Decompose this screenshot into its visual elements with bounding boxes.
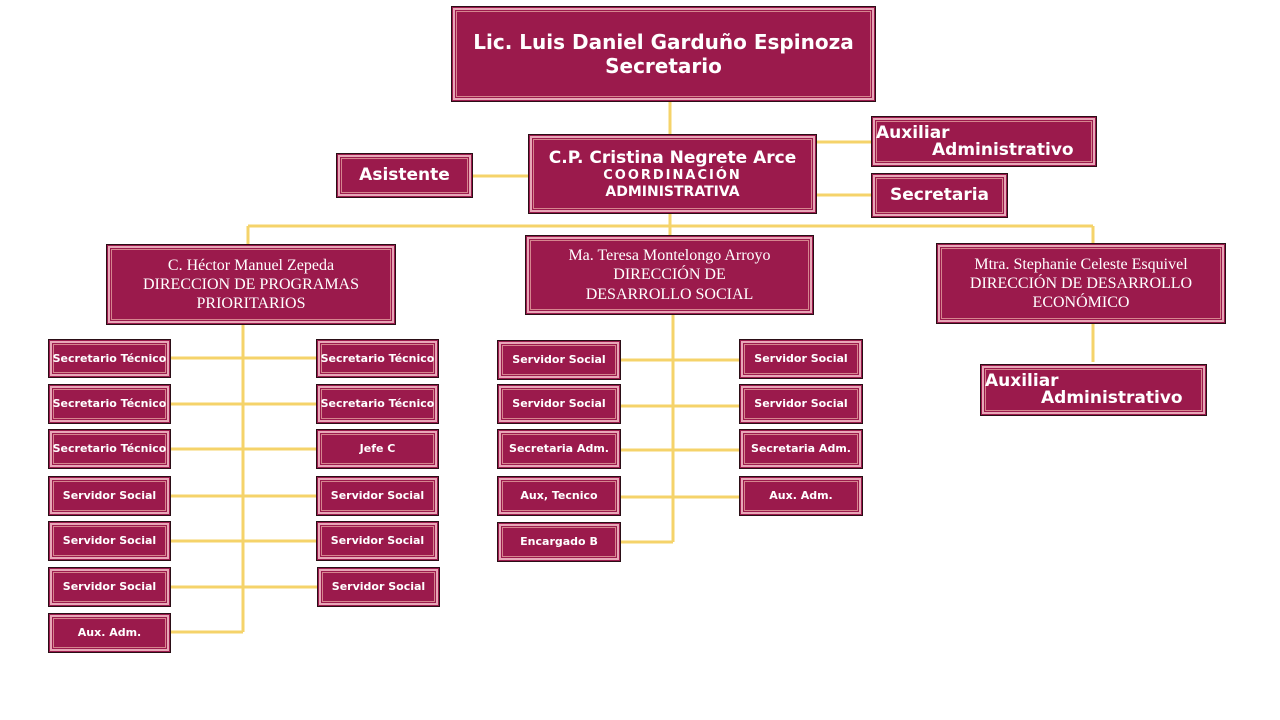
prog-left-label: Secretario Técnico	[52, 351, 167, 365]
social-left-box: Secretaria Adm.	[497, 429, 621, 469]
coordination-name: C.P. Cristina Negrete Arce	[548, 147, 797, 168]
coordination-role-2: ADMINISTRATIVA	[605, 183, 740, 200]
assistant-label: Asistente	[359, 165, 450, 186]
secretary-head-name: Lic. Luis Daniel Garduño Espinoza	[473, 30, 854, 54]
coordination-box: C.P. Cristina Negrete Arce COORDINACIÓN …	[528, 134, 817, 214]
prog-right-box: Secretario Técnico	[316, 339, 439, 378]
prog-left-box: Aux. Adm.	[48, 613, 171, 653]
prog-left-box: Secretario Técnico	[48, 339, 171, 378]
social-right-label: Secretaria Adm.	[751, 442, 851, 456]
social-right-box: Servidor Social	[739, 339, 863, 379]
secretaria-box: Secretaria	[871, 173, 1008, 218]
aux-admin-top-1: Auxiliar	[876, 122, 950, 143]
prog-left-box: Servidor Social	[48, 567, 171, 607]
prog-right-label: Secretario Técnico	[320, 351, 435, 365]
econ-aux-admin-box: Auxiliar Administrativo	[980, 364, 1207, 416]
prog-right-box: Jefe C	[316, 429, 439, 469]
director-economico-box: Mtra. Stephanie Celeste Esquivel DIRECCI…	[936, 243, 1226, 324]
econ-aux-admin-1: Auxiliar	[985, 371, 1059, 391]
social-right-box: Servidor Social	[739, 384, 863, 424]
director-economico-line2: DIRECCIÓN DE DESARROLLO	[969, 274, 1193, 292]
prog-right-label: Servidor Social	[331, 580, 426, 594]
director-programas-box: C. Héctor Manuel Zepeda DIRECCION DE PRO…	[106, 244, 396, 325]
prog-right-label: Servidor Social	[330, 489, 425, 503]
social-left-box: Servidor Social	[497, 340, 621, 380]
director-social-box: Ma. Teresa Montelongo Arroyo DIRECCIÓN D…	[525, 235, 814, 315]
coordination-role-1: COORDINACIÓN	[603, 168, 742, 183]
social-left-label: Aux, Tecnico	[520, 489, 598, 503]
prog-left-box: Servidor Social	[48, 521, 171, 561]
secretary-head-role: Secretario	[605, 54, 722, 78]
social-left-box: Encargado B	[497, 522, 621, 562]
director-social-line2: DIRECCIÓN DE	[613, 266, 726, 284]
social-right-label: Aux. Adm.	[769, 489, 833, 503]
prog-right-label: Secretario Técnico	[320, 397, 435, 411]
econ-aux-admin-2: Administrativo	[1041, 388, 1183, 408]
social-left-label: Secretaria Adm.	[509, 442, 609, 456]
aux-admin-top-box: Auxiliar Administrativo	[871, 116, 1097, 167]
prog-left-label: Secretario Técnico	[52, 397, 167, 411]
social-right-box: Secretaria Adm.	[739, 429, 863, 469]
director-economico-name: Mtra. Stephanie Celeste Esquivel	[974, 255, 1188, 273]
prog-left-box: Secretario Técnico	[48, 429, 171, 469]
prog-left-label: Servidor Social	[62, 580, 157, 594]
prog-right-box: Servidor Social	[316, 476, 439, 516]
secretary-head-box: Lic. Luis Daniel Garduño Espinoza Secret…	[451, 6, 876, 102]
aux-admin-top-2: Administrativo	[932, 139, 1074, 160]
prog-right-box: Secretario Técnico	[316, 384, 439, 424]
prog-right-label: Jefe C	[359, 442, 396, 456]
social-left-label: Servidor Social	[512, 353, 606, 367]
prog-left-box: Secretario Técnico	[48, 384, 171, 424]
director-economico-line3: ECONÓMICO	[1032, 294, 1130, 312]
director-social-line3: DESARROLLO SOCIAL	[585, 285, 754, 303]
director-programas-line3: PRIORITARIOS	[196, 295, 306, 313]
prog-right-label: Servidor Social	[330, 534, 425, 548]
prog-left-box: Servidor Social	[48, 476, 171, 516]
director-social-name: Ma. Teresa Montelongo Arroyo	[568, 247, 771, 265]
social-left-box: Aux, Tecnico	[497, 476, 621, 516]
prog-left-label: Secretario Técnico	[52, 442, 167, 456]
social-left-label: Encargado B	[520, 535, 598, 549]
social-right-label: Servidor Social	[754, 352, 848, 366]
social-left-label: Servidor Social	[512, 397, 606, 411]
secretaria-label: Secretaria	[889, 185, 990, 206]
prog-left-label: Servidor Social	[62, 534, 157, 548]
director-programas-line2: DIRECCION DE PROGRAMAS	[142, 275, 360, 293]
social-left-box: Servidor Social	[497, 384, 621, 424]
assistant-box: Asistente	[336, 153, 473, 198]
prog-right-box: Servidor Social	[317, 567, 440, 607]
prog-left-label: Aux. Adm.	[77, 626, 142, 640]
prog-left-label: Servidor Social	[62, 489, 157, 503]
director-programas-name: C. Héctor Manuel Zepeda	[167, 256, 335, 274]
prog-right-box: Servidor Social	[316, 521, 439, 561]
social-right-label: Servidor Social	[754, 397, 848, 411]
social-right-box: Aux. Adm.	[739, 476, 863, 516]
